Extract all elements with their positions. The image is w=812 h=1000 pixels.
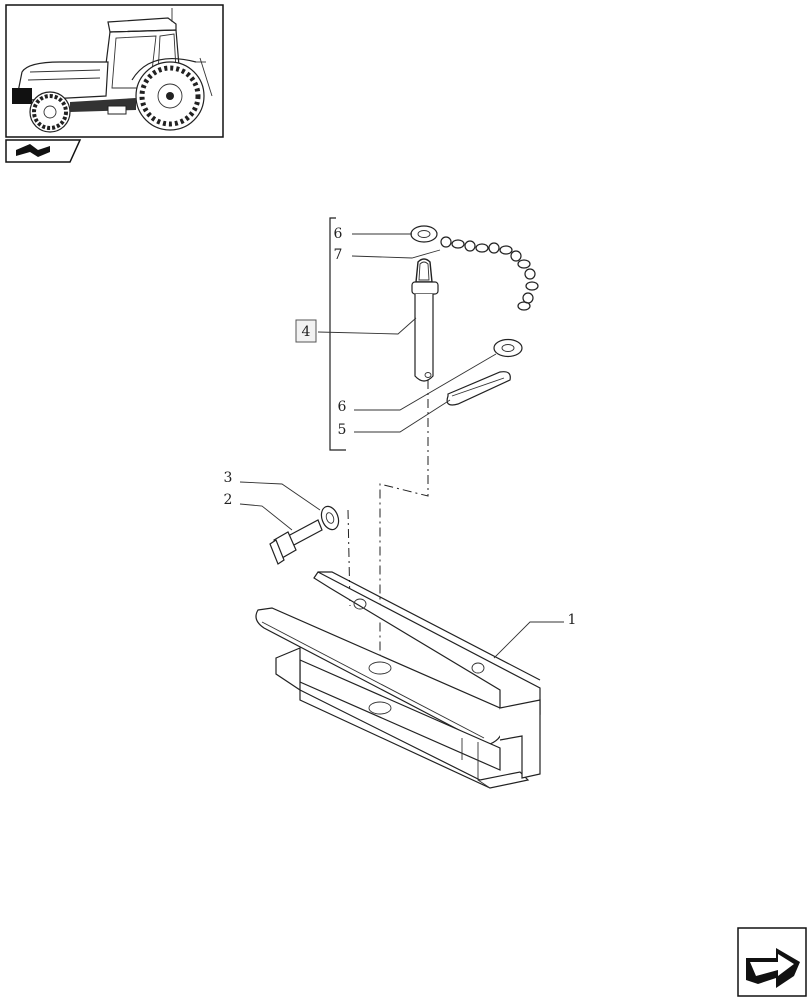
tractor-thumbnail[interactable]: [5, 4, 224, 138]
bolt[interactable]: [269, 519, 323, 565]
section-tab[interactable]: [5, 139, 82, 163]
callout-label-4: 4: [302, 324, 311, 340]
chain-link: [517, 259, 531, 269]
washer-lower[interactable]: [493, 338, 523, 358]
chain-link: [517, 301, 531, 311]
assembly-bracket: [329, 217, 346, 451]
chain-link: [525, 281, 539, 291]
linch-clip[interactable]: [446, 371, 511, 406]
callout-label-7: 7: [334, 247, 343, 263]
channel-bracket[interactable]: [255, 571, 541, 789]
next-page-button[interactable]: [737, 927, 807, 997]
chain-link: [451, 239, 465, 249]
bolt-hole-right: [471, 662, 485, 674]
chain[interactable]: [440, 236, 539, 311]
chain-link: [499, 245, 513, 255]
pin[interactable]: [411, 258, 439, 382]
assembly-axis: [379, 380, 429, 670]
chain-link: [524, 268, 536, 280]
callout-label-5: 5: [338, 422, 347, 438]
callout-box-4: 4: [295, 319, 317, 343]
section-arrow-icon: [16, 144, 50, 157]
next-page-arrow-icon: [746, 948, 800, 988]
callout-label-1: 1: [568, 612, 577, 628]
chain-link: [475, 243, 489, 253]
washer-bolt[interactable]: [318, 504, 341, 532]
chain-link: [464, 240, 476, 252]
callout-label-2: 2: [224, 492, 233, 508]
bolt-hole-left: [353, 598, 367, 610]
washer-top[interactable]: [410, 225, 438, 243]
callout-label-6a: 6: [334, 226, 343, 242]
callout-label-3: 3: [224, 470, 233, 486]
chain-link: [440, 236, 452, 248]
chain-link: [488, 242, 500, 254]
pin-hole-top: [368, 661, 392, 675]
callout-label-6b: 6: [338, 399, 347, 415]
tractor-icon: [12, 8, 213, 133]
pin-hole-bottom: [368, 701, 392, 715]
chain-link: [510, 250, 522, 262]
